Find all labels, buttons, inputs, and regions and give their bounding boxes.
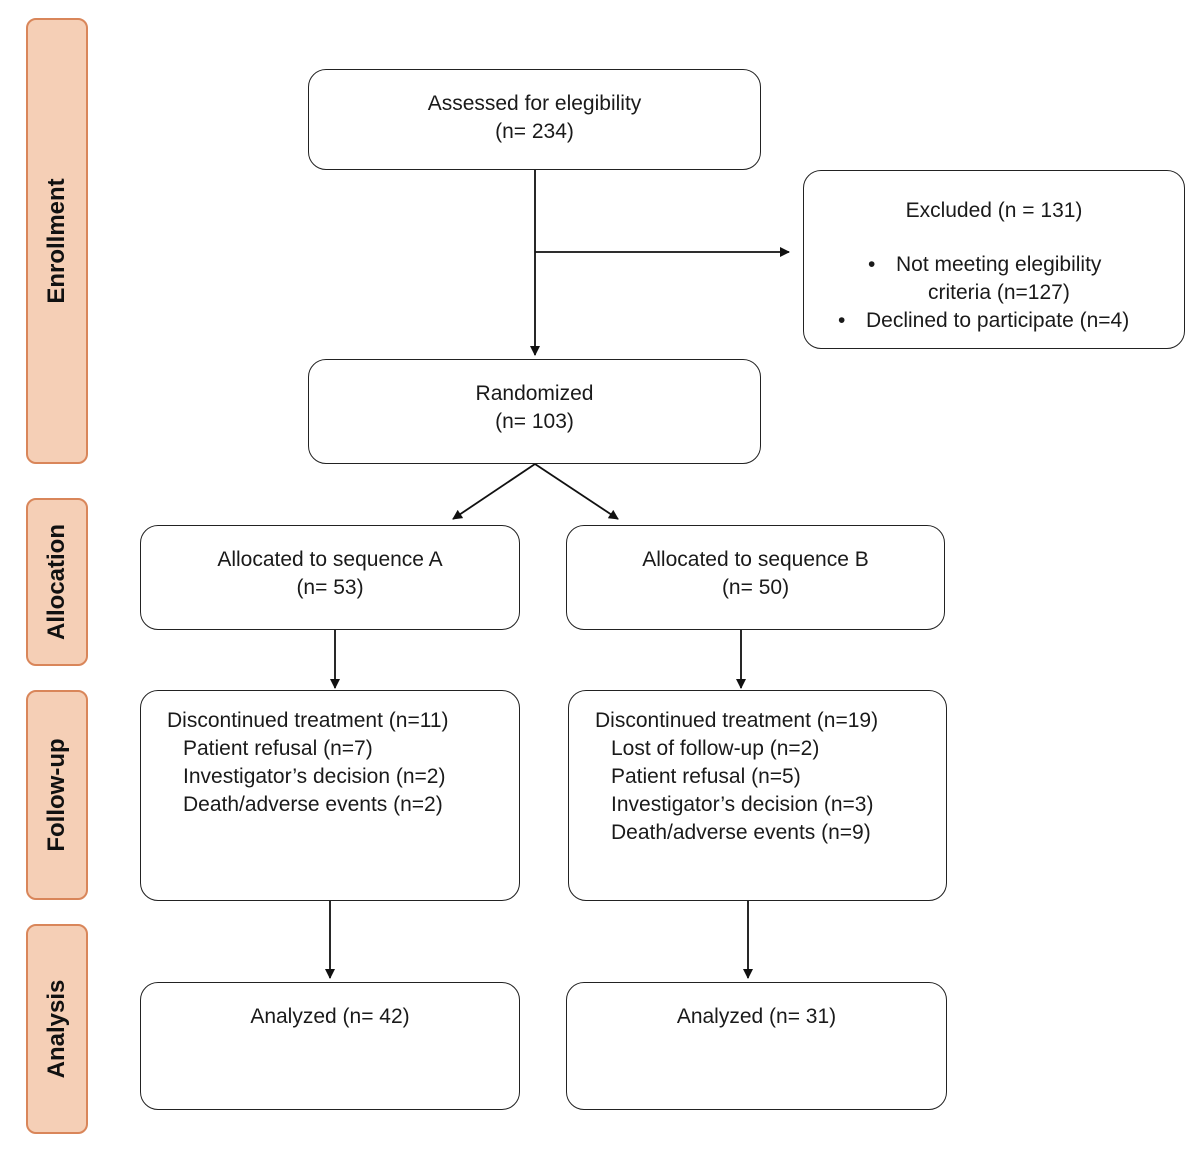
allocation-a-box: Allocated to sequence A (n= 53) <box>140 525 520 630</box>
followup-a-item: Death/adverse events (n=2) <box>183 793 443 816</box>
allocation-b-box: Allocated to sequence B (n= 50) <box>566 525 945 630</box>
analysis-a-label: Analyzed (n= 42) <box>250 1005 410 1028</box>
stage-follow-up: Follow-up <box>26 690 88 900</box>
allocation-a-label: Allocated to sequence A <box>217 548 443 571</box>
allocation-b-count: (n= 50) <box>721 576 790 599</box>
allocation-a-count: (n= 53) <box>296 576 364 599</box>
allocation-b-label: Allocated to sequence B <box>642 548 869 571</box>
bullet-icon: • <box>868 253 876 276</box>
followup-a-item: Investigator’s decision (n=2) <box>183 765 446 788</box>
stage-label: Analysis <box>43 979 70 1079</box>
followup-b-item: Investigator’s decision (n=3) <box>611 793 874 816</box>
excluded-reasons: • Not meeting elegibility criteria (n=127… <box>804 251 1184 335</box>
analysis-a-box: Analyzed (n= 42) <box>140 982 520 1110</box>
stage-label: Follow-up <box>43 738 70 852</box>
randomized-count: (n= 103) <box>495 410 574 433</box>
assessed-count: (n= 234) <box>495 120 574 143</box>
arrow-randomized-to-a <box>452 463 536 520</box>
stage-allocation: Allocation <box>26 498 88 666</box>
reason-text: Declined to participate (n=4) <box>866 309 1130 332</box>
excluded-title: Excluded (n = 131) <box>905 199 1083 222</box>
excluded-reason-continued: criteria (n=127) <box>928 281 1070 304</box>
followup-b-item: Death/adverse events (n=9) <box>611 821 871 844</box>
arrow-randomized-to-b <box>534 463 619 520</box>
stage-analysis: Analysis <box>26 924 88 1134</box>
excluded-reason: • Not meeting elegibility <box>804 251 1184 279</box>
assessed-label: Assessed for elegibility <box>427 92 642 115</box>
assessed-box: Assessed for elegibility (n= 234) <box>308 69 761 170</box>
followup-b-title: Discontinued treatment (n=19) <box>595 709 879 732</box>
reason-text: Not meeting elegibility <box>896 253 1102 276</box>
stage-label: Allocation <box>43 523 70 641</box>
bullet-icon: • <box>838 309 846 332</box>
randomized-label: Randomized <box>475 382 594 405</box>
analysis-b-box: Analyzed (n= 31) <box>566 982 947 1110</box>
excluded-box: Excluded (n = 131) • Not meeting elegibil… <box>803 170 1185 349</box>
followup-b-item: Patient refusal (n=5) <box>611 765 801 788</box>
randomized-box: Randomized (n= 103) <box>308 359 761 464</box>
stage-label: Enrollment <box>43 178 70 304</box>
followup-b-item: Lost of follow-up (n=2) <box>611 737 820 760</box>
followup-a-box: Discontinued treatment (n=11) Patient re… <box>140 690 520 901</box>
analysis-b-label: Analyzed (n= 31) <box>676 1005 837 1028</box>
stage-enrollment: Enrollment <box>26 18 88 464</box>
excluded-reason: • Declined to participate (n=4) <box>804 307 1184 335</box>
followup-a-title: Discontinued treatment (n=11) <box>167 709 449 732</box>
followup-a-item: Patient refusal (n=7) <box>183 737 373 760</box>
followup-b-box: Discontinued treatment (n=19) Lost of fo… <box>568 690 947 901</box>
